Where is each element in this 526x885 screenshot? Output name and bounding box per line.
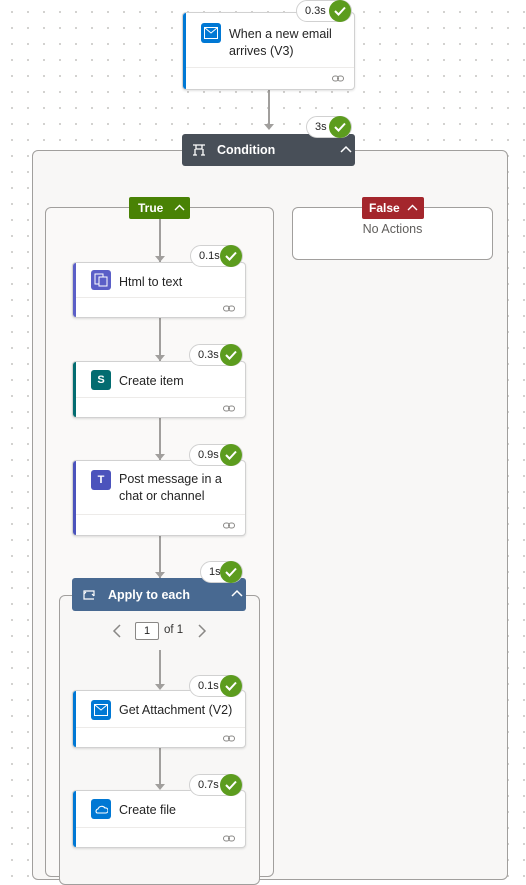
card-divider bbox=[76, 727, 245, 728]
link-icon[interactable] bbox=[332, 75, 344, 83]
connector-line bbox=[159, 536, 161, 578]
duration-text: 0.3s bbox=[198, 349, 219, 361]
link-icon[interactable] bbox=[223, 735, 235, 743]
duration-text: 0.3s bbox=[305, 5, 326, 17]
connector-line bbox=[268, 90, 270, 128]
card-accent bbox=[73, 691, 76, 747]
connector-arrow bbox=[155, 256, 165, 262]
card-divider bbox=[76, 297, 245, 298]
action-title: Post message in a chat or channel bbox=[119, 472, 222, 503]
connector-line bbox=[159, 318, 161, 361]
action-card-get-attachment[interactable]: Get Attachment (V2) bbox=[72, 690, 246, 748]
outlook-icon bbox=[91, 700, 111, 720]
false-branch-label[interactable]: False bbox=[362, 197, 424, 219]
condition-title: Condition bbox=[217, 143, 276, 157]
condition-header[interactable]: Condition bbox=[182, 134, 355, 166]
connector-arrow bbox=[264, 124, 274, 130]
html-to-text-icon bbox=[91, 270, 111, 290]
link-icon[interactable] bbox=[223, 305, 235, 313]
connector-arrow bbox=[155, 454, 165, 460]
chevron-right-icon[interactable] bbox=[196, 624, 208, 638]
action-card-create-file[interactable]: Create file bbox=[72, 790, 246, 848]
collapse-icon[interactable] bbox=[174, 204, 185, 211]
page-number-input[interactable]: 1 bbox=[135, 622, 159, 640]
card-accent bbox=[73, 791, 76, 847]
connector-line bbox=[159, 748, 161, 784]
duration-text: 0.1s bbox=[198, 680, 219, 692]
link-icon[interactable] bbox=[223, 405, 235, 413]
success-check-icon bbox=[220, 561, 242, 583]
duration-text: 0.9s bbox=[198, 449, 219, 461]
action-title: Create item bbox=[119, 374, 184, 388]
action-title: Html to text bbox=[119, 275, 183, 289]
duration-text: 0.1s bbox=[199, 250, 220, 262]
action-card-create-item[interactable]: S Create item bbox=[72, 361, 246, 418]
card-accent bbox=[73, 362, 76, 417]
apply-to-each-title: Apply to each bbox=[108, 588, 190, 602]
true-label-text: True bbox=[138, 201, 164, 215]
chevron-left-icon[interactable] bbox=[111, 624, 123, 638]
success-check-icon bbox=[220, 344, 242, 366]
outlook-icon bbox=[201, 23, 221, 43]
apply-to-each-header[interactable]: Apply to each bbox=[72, 578, 246, 611]
card-divider bbox=[76, 514, 245, 515]
card-divider bbox=[76, 397, 245, 398]
onedrive-icon bbox=[91, 799, 111, 819]
condition-icon bbox=[193, 144, 205, 156]
connector-arrow bbox=[155, 784, 165, 790]
teams-icon: T bbox=[91, 470, 111, 490]
connector-line bbox=[159, 418, 161, 460]
no-actions-text: No Actions bbox=[362, 222, 423, 236]
link-icon[interactable] bbox=[223, 835, 235, 843]
connector-arrow bbox=[155, 572, 165, 578]
trigger-card[interactable]: When a new email arrives (V3) bbox=[182, 12, 355, 90]
success-check-icon bbox=[329, 0, 351, 22]
action-card-html-to-text[interactable]: Html to text bbox=[72, 262, 246, 318]
card-accent bbox=[73, 263, 76, 317]
success-check-icon bbox=[220, 774, 242, 796]
sharepoint-icon: S bbox=[91, 370, 111, 390]
iteration-pager: 1 of 1 bbox=[111, 622, 221, 640]
card-divider bbox=[76, 827, 245, 828]
collapse-icon[interactable] bbox=[340, 145, 352, 153]
success-check-icon bbox=[220, 675, 242, 697]
false-label-text: False bbox=[369, 201, 400, 215]
success-check-icon bbox=[220, 245, 242, 267]
trigger-title: When a new email arrives (V3) bbox=[229, 27, 332, 58]
page-count-text: of 1 bbox=[164, 624, 184, 636]
success-check-icon bbox=[329, 116, 351, 138]
duration-text: 0.7s bbox=[198, 779, 219, 791]
duration-text: 1s bbox=[209, 566, 221, 578]
link-icon[interactable] bbox=[223, 522, 235, 530]
success-check-icon bbox=[220, 444, 242, 466]
connector-line bbox=[159, 650, 161, 684]
connector-arrow bbox=[155, 684, 165, 690]
action-title: Create file bbox=[119, 803, 176, 817]
card-accent bbox=[183, 13, 186, 89]
duration-text: 3s bbox=[315, 121, 327, 133]
collapse-icon[interactable] bbox=[407, 204, 418, 211]
connector-line bbox=[159, 218, 161, 262]
card-accent bbox=[73, 461, 76, 535]
action-title: Get Attachment (V2) bbox=[119, 703, 233, 717]
collapse-icon[interactable] bbox=[231, 589, 243, 597]
loop-icon bbox=[83, 590, 95, 600]
true-branch-label[interactable]: True bbox=[129, 197, 190, 219]
connector-arrow bbox=[155, 355, 165, 361]
card-divider bbox=[186, 67, 354, 68]
action-card-post-message[interactable]: T Post message in a chat or channel bbox=[72, 460, 246, 536]
